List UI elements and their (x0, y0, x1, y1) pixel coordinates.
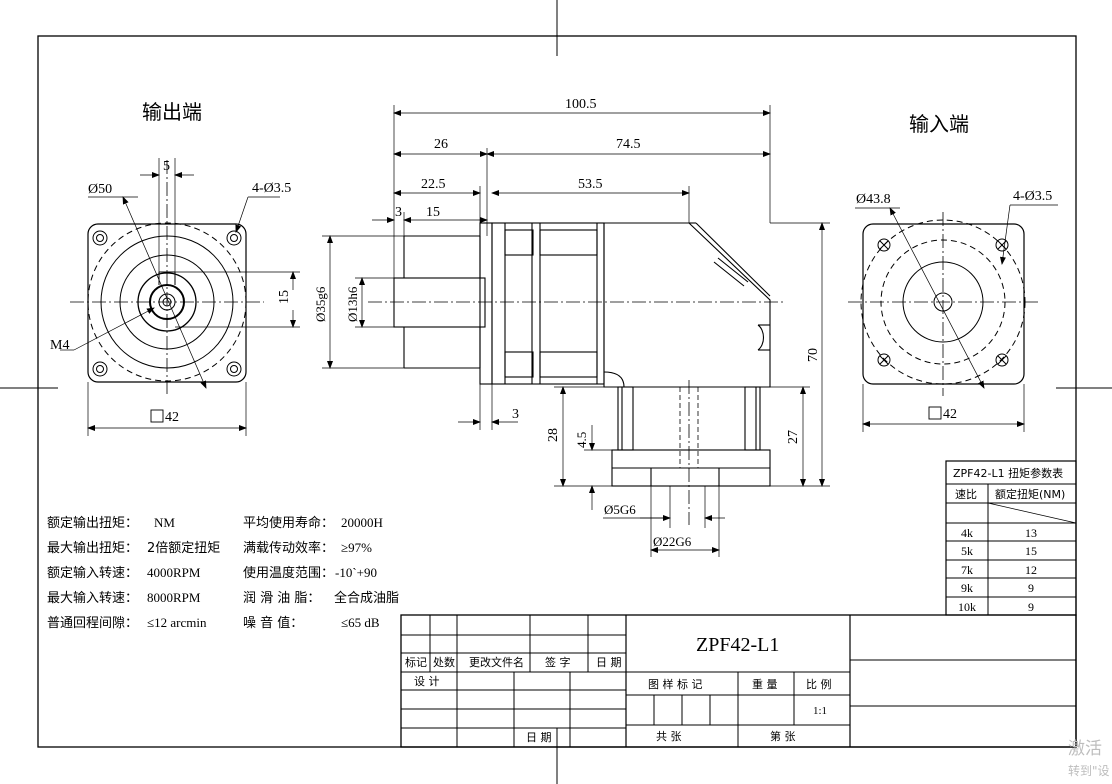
gearbox-side-view (368, 222, 785, 557)
spec-value: ≤12 arcmin (147, 615, 207, 630)
spec-value: 4000RPM (147, 565, 201, 580)
ratio-cell: 4k (961, 526, 973, 540)
torque-table: ZPF42-L1 扭矩参数表 速比 额定扭矩(NM) 4k 13 5k 15 7… (945, 460, 1077, 616)
spec-value: 2倍额定扭矩 (147, 541, 220, 556)
torque-cell: 15 (1025, 544, 1037, 558)
tb-total-sheets: 共 张 (656, 730, 682, 743)
dim-74-5: 74.5 (616, 137, 641, 152)
spec-value: 8000RPM (147, 590, 201, 605)
torque-cell: 12 (1025, 563, 1037, 577)
dim-3-top: 3 (395, 205, 402, 220)
tb-drawing-mark: 图 样 标 记 (648, 677, 703, 691)
dim-22-5: 22.5 (421, 177, 446, 192)
spec-label: 最大输出扭矩： (47, 540, 138, 556)
dim-d50: Ø50 (88, 182, 112, 197)
activation-watermark-sub: 转到"设 (1068, 763, 1110, 778)
spec-row: 最大输入转速： 8000RPM 润 滑 油 脂： 全合成油脂 (47, 590, 399, 606)
table-row: 9k 9 (961, 581, 1034, 595)
tb-signature: 签 字 (545, 655, 571, 669)
table-row: 10k 9 (958, 600, 1034, 614)
dim-h70: 70 (806, 348, 821, 362)
tb-date: 日 期 (596, 656, 622, 669)
spec-label: 噪 音 值： (243, 615, 303, 631)
tb-weight: 重 量 (752, 677, 778, 691)
output-flange-view (60, 158, 300, 436)
dim-sq42-out: 42 (165, 410, 179, 425)
ratio-cell: 5k (961, 544, 973, 558)
title-block (400, 614, 1077, 748)
dim-d35: Ø35g6 (313, 286, 328, 322)
spec-label: 满载传动效率： (243, 540, 334, 556)
spec-label: 平均使用寿命： (243, 515, 334, 531)
dim-26: 26 (434, 137, 448, 152)
spec-label: 额定输出扭矩： (47, 515, 138, 531)
dim-holes-out: 4-Ø3.5 (252, 181, 291, 196)
spec-row: 最大输出扭矩： 2倍额定扭矩 满载传动效率： ≥97% (47, 540, 372, 556)
spec-row: 额定输出扭矩： NM 平均使用寿命： 20000H (47, 515, 383, 531)
spec-label: 普通回程间隙： (47, 616, 138, 631)
dim-3-bottom: 3 (512, 407, 519, 422)
spec-value: ≥97% (341, 540, 372, 555)
spec-label: 润 滑 油 脂： (243, 591, 320, 606)
spec-label: 额定输入转速： (47, 565, 138, 581)
spec-label: 最大输入转速： (47, 590, 138, 606)
torque-cell: 13 (1025, 526, 1037, 540)
dim-w5: 5 (163, 159, 170, 174)
spec-row: 普通回程间隙： ≤12 arcmin 噪 音 值： ≤65 dB (47, 615, 380, 631)
dim-h28: 28 (546, 428, 561, 442)
spec-label: 使用温度范围： (243, 565, 334, 581)
tb-design: 设 计 (414, 675, 440, 688)
dim-h4-5: 4.5 (574, 432, 589, 448)
spec-row: 额定输入转速： 4000RPM 使用温度范围： -10`+90 (47, 565, 377, 581)
spec-value: ≤65 dB (341, 615, 380, 630)
tb-count: 处数 (433, 656, 455, 669)
dim-h27: 27 (786, 430, 801, 444)
spec-value: 全合成油脂 (334, 590, 399, 606)
dim-d13: Ø13h6 (345, 286, 360, 322)
side-view-dimensions (322, 105, 830, 553)
table-row: 4k 13 (961, 526, 1037, 540)
ratio-cell: 7k (961, 563, 973, 577)
table-row: 5k 15 (961, 544, 1037, 558)
dim-total-length: 100.5 (565, 97, 597, 112)
dim-m4: M4 (50, 338, 69, 353)
torque-cell: 9 (1028, 581, 1034, 595)
dim-holes-in: 4-Ø3.5 (1013, 189, 1052, 204)
tb-scale: 比 例 (806, 677, 832, 691)
input-flange-view (848, 204, 1058, 432)
ratio-cell: 10k (958, 600, 976, 614)
table-row: 7k 12 (961, 563, 1037, 577)
output-view-label: 输出端 (142, 100, 202, 124)
torque-col-value: 额定扭矩(NM) (995, 487, 1065, 501)
spec-value: NM (154, 515, 175, 530)
tb-sheet-number: 第 张 (770, 729, 796, 743)
spec-list: 额定输出扭矩： NM 平均使用寿命： 20000H 最大输出扭矩： 2倍额定扭矩… (47, 515, 399, 631)
torque-col-ratio: 速比 (955, 488, 977, 501)
ratio-cell: 9k (961, 581, 973, 595)
dim-d22: Ø22G6 (653, 534, 692, 549)
dim-15-shaft: 15 (426, 205, 440, 220)
tb-scale-value: 1:1 (813, 705, 827, 717)
dim-53-5: 53.5 (578, 177, 603, 192)
model-title: ZPF42-L1 (696, 634, 779, 656)
torque-cell: 9 (1028, 600, 1034, 614)
dim-sq42-in: 42 (943, 407, 957, 422)
tb-mark: 标记 (405, 655, 427, 669)
tb-change-doc: 更改文件名 (469, 655, 524, 669)
tb-date2: 日 期 (526, 731, 552, 744)
dim-h15: 15 (277, 290, 292, 304)
activation-watermark: 激活 (1068, 739, 1102, 759)
dim-d5: Ø5G6 (604, 502, 636, 517)
dim-d43-8: Ø43.8 (856, 192, 891, 207)
input-view-label: 输入端 (909, 112, 969, 136)
spec-value: -10`+90 (335, 565, 377, 580)
torque-table-title: ZPF42-L1 扭矩参数表 (953, 466, 1063, 480)
spec-value: 20000H (341, 515, 383, 530)
